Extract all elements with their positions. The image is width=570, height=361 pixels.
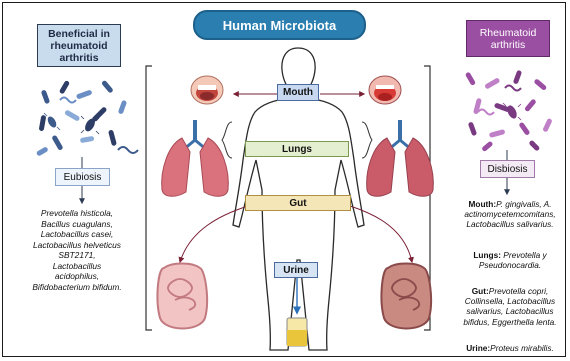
ra-gut-heading: Gut: (472, 286, 489, 296)
ra-mouth-icon (369, 76, 401, 104)
ra-mouth-bacteria: Mouth:P. gingivalis, A. actinomycetemcom… (454, 199, 566, 230)
ra-urine-species: Proteus mirabilis. (490, 343, 554, 353)
ra-lungs-icon (367, 120, 434, 196)
gut-label-text: Gut (289, 198, 306, 209)
beneficial-bacteria-cluster (36, 80, 138, 157)
eubiosis-label: Eubiosis (55, 168, 110, 186)
healthy-lungs-icon (162, 120, 229, 196)
eubiosis-label-text: Eubiosis (64, 172, 102, 183)
left-bracket (146, 66, 152, 330)
disbiosis-label: Disbiosis (480, 160, 535, 178)
urine-sample-icon (287, 318, 307, 346)
disbiosis-label-text: Disbiosis (487, 164, 527, 175)
beneficial-item: acidophilus, (10, 271, 144, 282)
ra-intestine-icon (381, 264, 431, 329)
beneficial-item: SBT2171, (10, 250, 144, 261)
ra-mouth-heading: Mouth: (469, 199, 497, 209)
ra-lungs-heading: Lungs: (473, 250, 501, 260)
beneficial-item: Prevotella histicola, (10, 208, 144, 219)
ra-bacteria-cluster (465, 70, 553, 152)
beneficial-item: Bifidobacterium bifidum. (10, 282, 144, 293)
ra-gut-bacteria: Gut:Prevotella copri, Collinsella, Lacto… (454, 286, 566, 327)
lungs-left-brace (222, 122, 232, 158)
beneficial-item: Lactobacillus (10, 261, 144, 272)
mouth-label-text: Mouth (283, 87, 313, 98)
lungs-label-text: Lungs (282, 144, 312, 155)
lungs-label: Lungs (245, 141, 349, 157)
ra-urine-heading: Urine: (466, 343, 490, 353)
urine-label: Urine (274, 262, 318, 278)
ra-lungs-bacteria: Lungs: Prevotella y Pseudonocardia. (454, 250, 566, 270)
healthy-intestine-icon (157, 264, 207, 329)
lungs-right-brace (362, 122, 372, 158)
beneficial-item: Lactobacillus casei, (10, 229, 144, 240)
healthy-mouth-icon (191, 76, 223, 104)
urine-label-text: Urine (283, 265, 309, 276)
beneficial-item: Lactobacillus helveticus (10, 240, 144, 251)
mouth-label: Mouth (277, 84, 319, 101)
gut-label: Gut (245, 195, 351, 211)
ra-urine-bacteria: Urine:Proteus mirabilis. (454, 343, 566, 353)
beneficial-bacteria-list: Prevotella histicola, Bacillus cuagulans… (10, 208, 144, 292)
beneficial-item: Bacillus cuagulans, (10, 219, 144, 230)
